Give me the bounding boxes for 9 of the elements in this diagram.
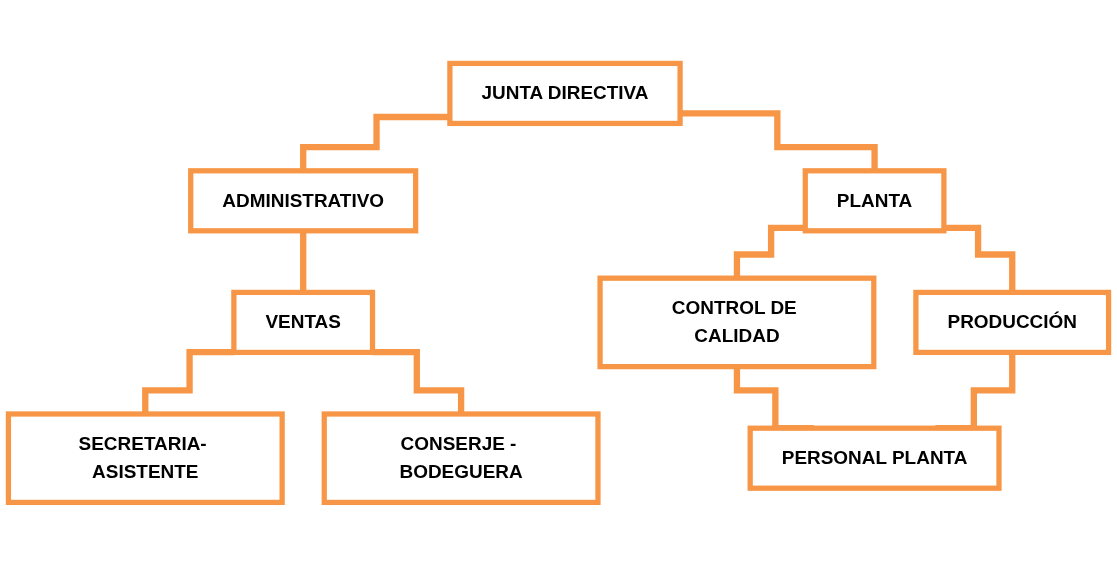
- node-box: PLANTA: [802, 167, 947, 233]
- node-box: ADMINISTRATIVO: [188, 167, 419, 233]
- node-box: PERSONAL PLANTA: [747, 425, 1002, 491]
- node-box: JUNTA DIRECTIVA: [447, 60, 683, 126]
- node-box: SECRETARIA- ASISTENTE: [5, 410, 285, 505]
- node-box: PRODUCCIÓN: [913, 289, 1112, 355]
- node-box: CONTROL DE CALIDAD: [597, 275, 877, 369]
- node-box: VENTAS: [231, 289, 376, 355]
- node-box: CONSERJE - BODEGUERA: [321, 410, 601, 505]
